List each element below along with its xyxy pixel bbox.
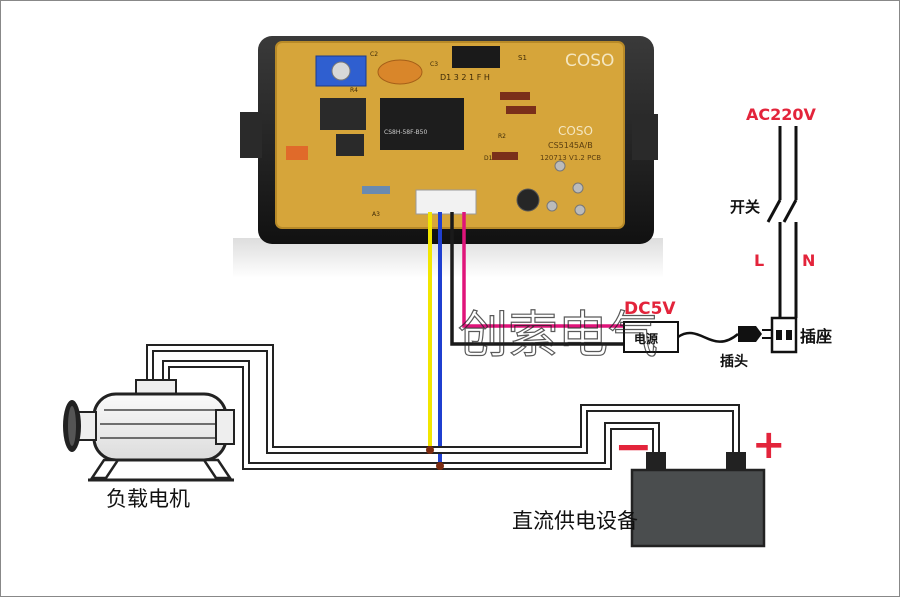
- dc-source-label: 直流供电设备: [512, 509, 638, 533]
- magenta-power-wire: [462, 212, 624, 328]
- chip-label: CS8H-58F-B50: [384, 129, 427, 136]
- black-power-wire: [450, 212, 624, 346]
- meter-wires: [428, 212, 624, 466]
- load-circuit: [146, 344, 740, 470]
- mount-hole-1: [554, 160, 566, 172]
- electrolytic-capacitor: [516, 188, 540, 212]
- motor-body: [92, 392, 228, 462]
- orange-component: [286, 146, 308, 160]
- adapter-cord: [677, 331, 739, 343]
- model-label: CS5145A/B: [548, 141, 593, 150]
- pin-header: [452, 46, 500, 68]
- socket-hole-right: [786, 330, 792, 340]
- dc-source-battery: [630, 452, 766, 548]
- motor-foot-right: [201, 458, 233, 480]
- trimmer-potentiometer: [315, 55, 367, 87]
- ceramic-capacitor: [377, 59, 423, 85]
- resistor-1: [500, 92, 530, 100]
- ref-r4: R4: [350, 87, 358, 94]
- mount-hole-3: [574, 204, 586, 216]
- ref-a3: A3: [372, 211, 380, 218]
- regulator-chip: [336, 134, 364, 156]
- junction-yellow: [426, 446, 434, 454]
- ref-r2: R2: [498, 133, 506, 140]
- brand-logo-small: COSO: [558, 124, 593, 138]
- version-label: 120713 V1.2 PCB: [540, 154, 601, 162]
- housing-reflection: [233, 238, 663, 278]
- junction-blue: [436, 462, 444, 470]
- s1-label: S1: [518, 54, 527, 62]
- load-motor: [63, 379, 235, 482]
- motor-end-cap: [215, 409, 235, 445]
- motor-foot-left: [89, 458, 121, 480]
- ref-d1: D1: [484, 155, 493, 162]
- switch-label: 开关: [730, 198, 760, 216]
- watermark-text: 创索电气: [458, 306, 658, 364]
- ref-c3: C3: [430, 61, 438, 68]
- mount-hole-4: [546, 200, 558, 212]
- load-wire-negative-inner: [164, 362, 658, 468]
- brand-logo-main: COSO: [565, 51, 614, 71]
- header-pin-labels: D1 3 2 1 F H: [440, 73, 490, 82]
- live-label: L: [754, 251, 764, 270]
- resistor-3: [362, 186, 390, 194]
- meter-module: COSO COSO CS5145A/B 120713 V1.2 PCB CS8H…: [233, 36, 663, 278]
- small-chip: [320, 98, 366, 130]
- ac-voltage-label: AC220V: [746, 105, 817, 124]
- diode: [492, 152, 518, 160]
- socket-hole-left: [776, 330, 782, 340]
- plug-body: [738, 326, 762, 342]
- battery-positive-post: [726, 452, 746, 472]
- battery-body: [630, 468, 766, 548]
- wire-connector: [415, 189, 477, 215]
- switch-blade-neutral: [782, 199, 798, 223]
- ac-mains: [766, 126, 798, 318]
- battery-negative-sign: −: [614, 419, 653, 473]
- housing-clip-right: [632, 114, 658, 160]
- trimmer-knob: [331, 61, 351, 81]
- motor-pulley-groove: [68, 406, 76, 446]
- battery-positive-sign: +: [752, 422, 786, 468]
- ref-c2: C2: [370, 51, 378, 58]
- housing-clip-left: [240, 112, 262, 158]
- socket-label: 插座: [800, 327, 832, 346]
- socket-box: [770, 316, 798, 354]
- mount-hole-2: [572, 182, 584, 194]
- switch-blade-live: [766, 199, 782, 223]
- power-adapter-label: 电源: [634, 331, 658, 346]
- neutral-label: N: [802, 251, 815, 270]
- power-supply: [623, 316, 798, 354]
- main-chip: [380, 98, 464, 150]
- battery-negative-post: [646, 452, 666, 472]
- resistor-2: [506, 106, 536, 114]
- load-motor-label: 负载电机: [106, 487, 190, 511]
- plug-label: 插头: [720, 353, 748, 370]
- dc-supply-label: DC5V: [624, 299, 676, 319]
